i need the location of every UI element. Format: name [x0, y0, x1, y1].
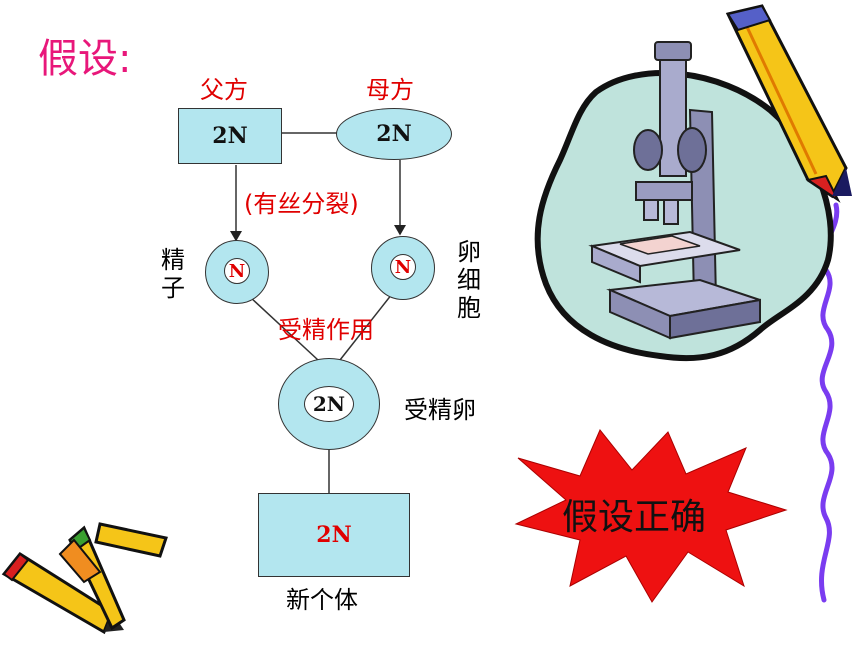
father-cell: 2N [178, 108, 282, 164]
zygote-label: 受精卵 [404, 396, 476, 424]
sperm-to-zygote-line [249, 296, 319, 361]
sperm-nucleus: N [224, 258, 250, 284]
mitosis-label: (有丝分裂) [244, 190, 359, 218]
father-label: 父方 [200, 76, 248, 104]
mother-label: 母方 [366, 76, 414, 104]
zygote-nucleus: 2N [304, 386, 354, 422]
zygote-cell: 2N [278, 358, 380, 450]
conclusion-starburst [514, 429, 788, 603]
page-title: 假设: [38, 36, 132, 82]
egg-cell: N [371, 236, 435, 300]
offspring-ploidy: 2N [316, 522, 352, 548]
egg-nucleus: N [390, 254, 416, 280]
microscope-icon [534, 41, 834, 362]
egg-label: 卵细胞 [457, 238, 481, 322]
pencils-icon [1, 522, 168, 635]
offspring-cell: 2N [258, 493, 410, 577]
fertilization-label: 受精作用 [278, 316, 374, 344]
pencil-icon [725, 4, 852, 203]
egg-to-zygote-line [339, 293, 393, 361]
mother-cell: 2N [336, 108, 452, 160]
offspring-label: 新个体 [286, 586, 358, 614]
sperm-cell: N [205, 240, 269, 304]
sperm-label: 精子 [161, 246, 185, 302]
conclusion-text: 假设正确 [562, 497, 707, 538]
